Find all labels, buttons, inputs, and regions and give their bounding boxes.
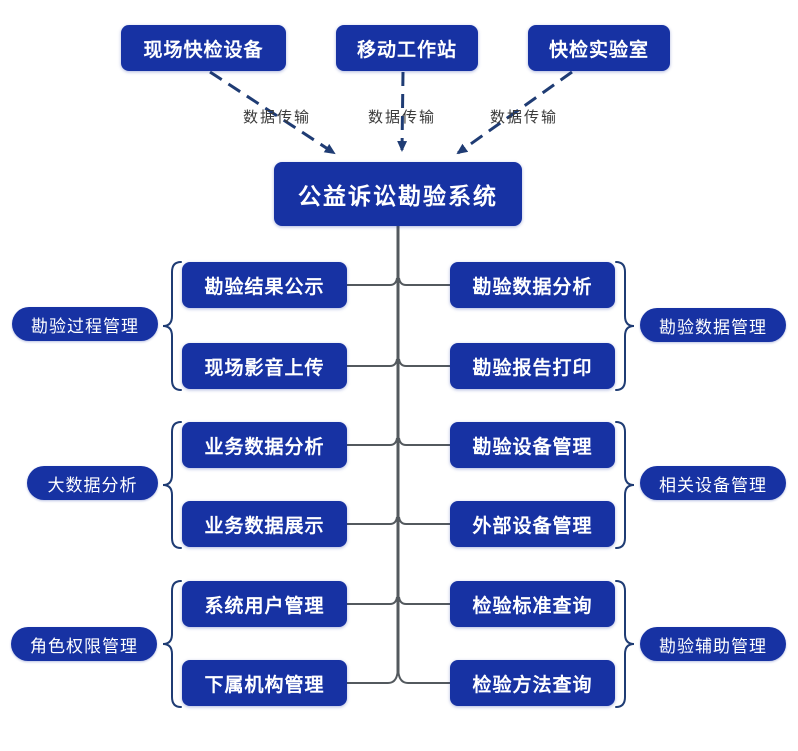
brace-right-group-2 <box>615 421 635 549</box>
node-site-media-upload: 现场影音上传 <box>182 343 347 389</box>
connector-line <box>347 437 398 446</box>
node-system-user-management: 系统用户管理 <box>182 581 347 627</box>
node-business-data-analysis: 业务数据分析 <box>182 422 347 468</box>
node-inspection-data-analysis: 勘验数据分析 <box>450 262 615 308</box>
data-transfer-label: 数据传输 <box>368 109 437 126</box>
brace-right-group-3 <box>615 580 635 708</box>
brace-left-group-3 <box>162 580 182 708</box>
dashed-arrow-mobile-workstation <box>397 71 408 152</box>
connector-line <box>347 358 398 367</box>
brace-left-group-2 <box>162 421 182 549</box>
node-field-rapid-test-equipment: 现场快检设备 <box>121 25 286 71</box>
node-inspection-device-management: 勘验设备管理 <box>450 422 615 468</box>
group-label-role-permission: 角色权限管理 <box>11 627 157 661</box>
node-mobile-workstation: 移动工作站 <box>336 25 478 71</box>
data-transfer-label: 数据传输 <box>243 109 312 126</box>
connector-line <box>347 277 398 286</box>
data-transfer-label: 数据传输 <box>490 109 559 126</box>
node-inspection-result-publish: 勘验结果公示 <box>182 262 347 308</box>
dashed-arrow-field-device <box>209 70 336 155</box>
group-label-big-data-analysis: 大数据分析 <box>27 466 158 500</box>
node-test-standard-query: 检验标准查询 <box>450 581 615 627</box>
brace-left-group-1 <box>162 261 182 391</box>
group-label-inspection-data: 勘验数据管理 <box>640 308 786 342</box>
node-subordinate-org-management: 下属机构管理 <box>182 660 347 706</box>
node-inspection-report-print: 勘验报告打印 <box>450 343 615 389</box>
node-system-core: 公益诉讼勘验系统 <box>274 162 522 226</box>
node-test-method-query: 检验方法查询 <box>450 660 615 706</box>
node-rapid-test-lab: 快检实验室 <box>528 25 670 71</box>
connector-line <box>347 672 399 684</box>
node-business-data-display: 业务数据展示 <box>182 501 347 547</box>
brace-right-group-1 <box>615 261 635 391</box>
connector-line <box>398 437 450 446</box>
dashed-arrow-rapid-test-lab <box>456 70 573 155</box>
connector-line <box>398 596 450 605</box>
group-label-related-device: 相关设备管理 <box>640 466 786 500</box>
connector-line <box>398 516 450 525</box>
connector-line <box>347 596 398 605</box>
connector-line <box>397 672 450 684</box>
connector-line <box>347 516 398 525</box>
node-external-device-management: 外部设备管理 <box>450 501 615 547</box>
group-label-inspection-assist: 勘验辅助管理 <box>640 627 786 661</box>
group-label-inspection-process: 勘验过程管理 <box>12 307 158 341</box>
connector-line <box>398 358 450 367</box>
connector-line <box>398 277 450 286</box>
